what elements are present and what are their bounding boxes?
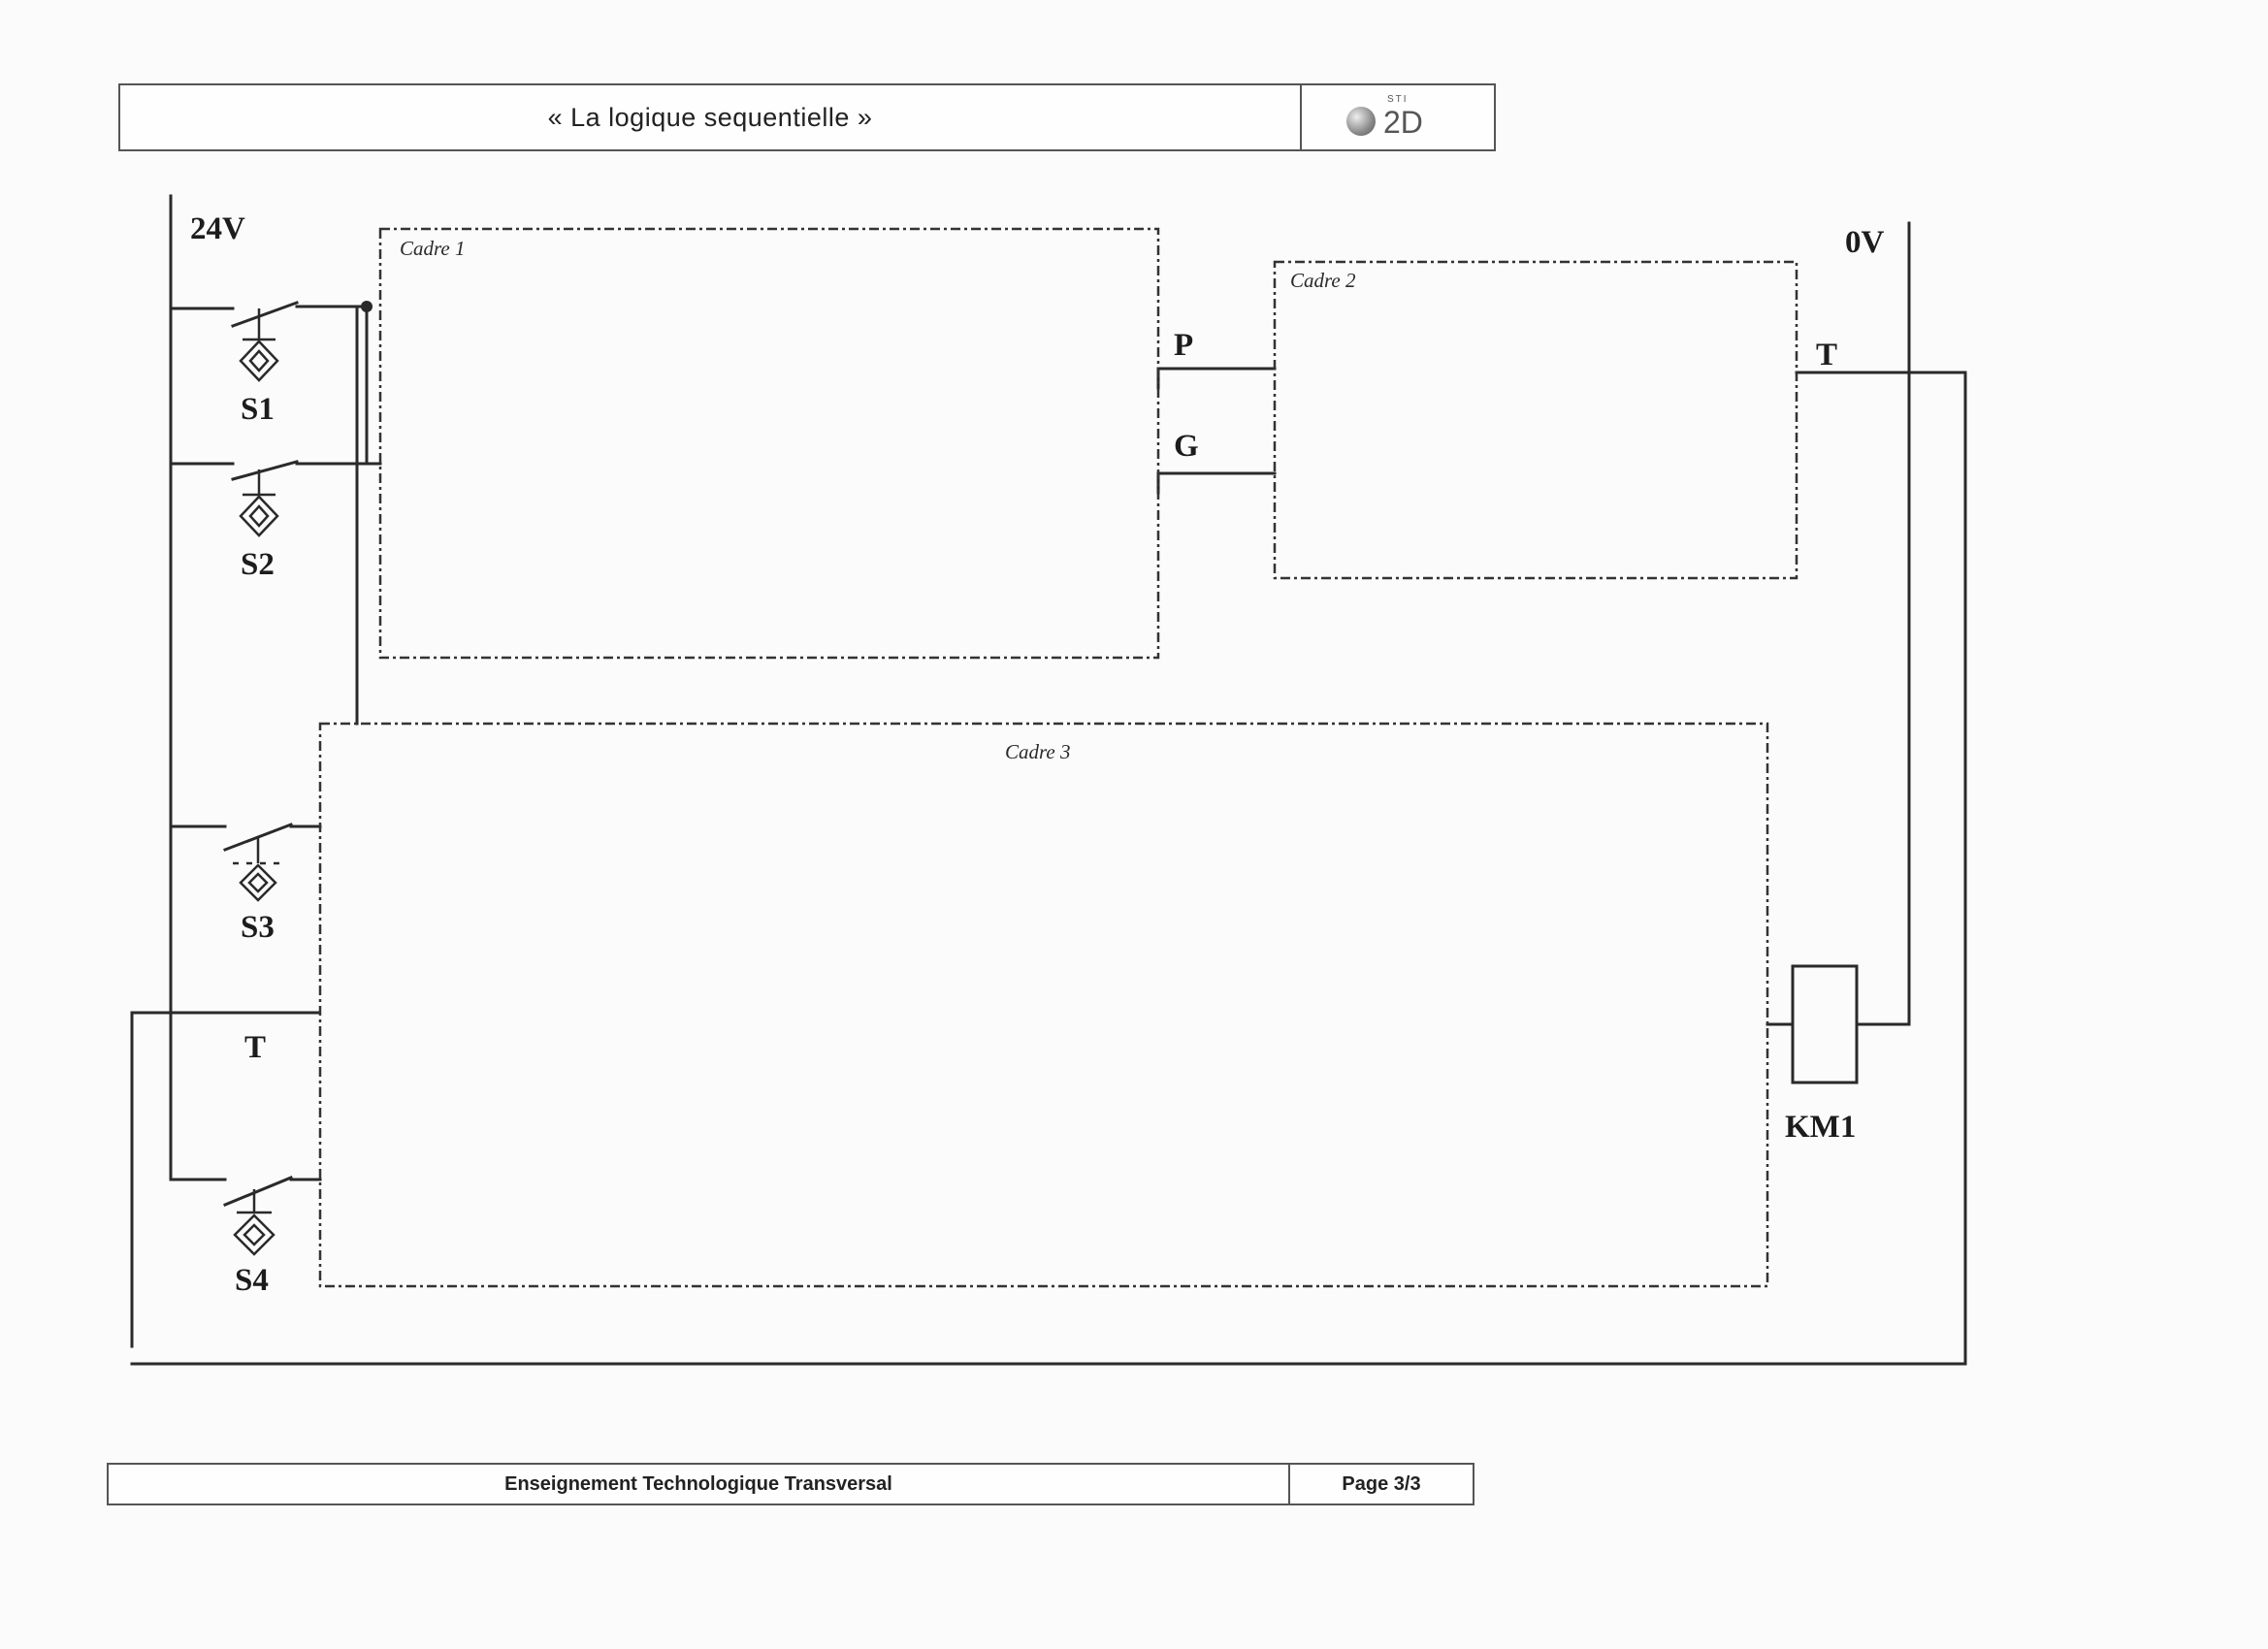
logo-2d-text: 2D xyxy=(1383,105,1423,140)
footer-course-cell: Enseignement Technologique Transversal xyxy=(109,1465,1290,1504)
label-km1: KM1 xyxy=(1785,1110,1856,1145)
label-0v: 0V xyxy=(1845,225,1885,260)
switch-s4-blade xyxy=(223,1176,293,1207)
pushbutton-s4-icon xyxy=(233,1189,275,1256)
pushbutton-s3-icon xyxy=(233,836,283,902)
label-g: G xyxy=(1174,429,1199,464)
label-cadre1: Cadre 1 xyxy=(400,237,465,260)
switch-s1-blade xyxy=(231,301,299,328)
label-t-contact: T xyxy=(244,1030,266,1065)
logo-sti-text: STI xyxy=(1387,94,1409,105)
frame-cadre3 xyxy=(318,722,1769,1288)
label-p: P xyxy=(1174,328,1193,363)
label-24v: 24V xyxy=(190,211,245,246)
label-s1: S1 xyxy=(241,392,275,427)
footer-bar: Enseignement Technologique Transversal P… xyxy=(107,1463,1474,1505)
sti2d-logo: STI 2D xyxy=(1345,93,1451,142)
header-logo-cell: STI 2D xyxy=(1302,85,1494,149)
page-number: Page 3/3 xyxy=(1342,1472,1421,1495)
label-s4: S4 xyxy=(235,1263,269,1298)
pushbutton-s1-icon xyxy=(239,308,279,382)
label-s3: S3 xyxy=(241,910,275,945)
frame-cadre2 xyxy=(1273,260,1798,580)
course-name: Enseignement Technologique Transversal xyxy=(504,1472,892,1495)
label-t-output: T xyxy=(1816,338,1837,372)
globe-icon xyxy=(1346,107,1376,136)
document-title: « La logique sequentielle » xyxy=(547,102,873,132)
label-cadre2: Cadre 2 xyxy=(1290,269,1356,292)
pushbutton-s2-icon xyxy=(239,469,279,537)
label-s2: S2 xyxy=(241,547,275,582)
header-bar: « La logique sequentielle » STI 2D xyxy=(118,83,1496,151)
switch-s2-blade xyxy=(231,460,299,481)
frame-cadre1 xyxy=(378,227,1160,660)
junction-dot xyxy=(361,301,373,312)
header-title-cell: « La logique sequentielle » xyxy=(120,85,1302,149)
label-cadre3: Cadre 3 xyxy=(1005,740,1070,763)
footer-page-cell: Page 3/3 xyxy=(1290,1465,1473,1504)
coil-km1 xyxy=(1791,964,1859,1084)
